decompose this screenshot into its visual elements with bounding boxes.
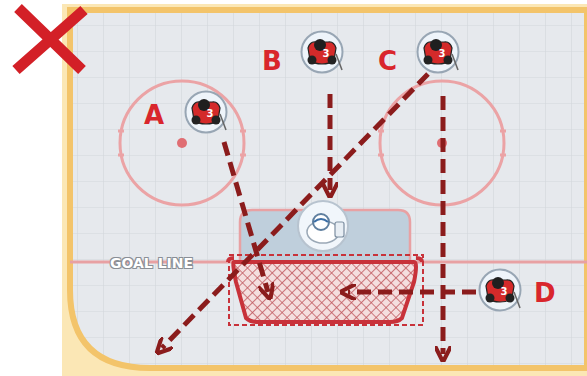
player-letter: A — [144, 102, 164, 128]
jersey-number: 3 — [439, 49, 446, 59]
goal-line-label: GOAL LINE — [110, 256, 193, 270]
player-token: B3 — [300, 30, 344, 74]
player-icon — [300, 30, 344, 74]
player-letter: B — [262, 48, 282, 74]
player-letter: D — [534, 280, 556, 306]
player-letter: C — [378, 48, 397, 74]
player-token: A3 — [184, 90, 228, 134]
player-icon — [478, 268, 522, 312]
player-token: D3 — [478, 268, 522, 312]
jersey-number: 3 — [323, 49, 330, 59]
player-icon — [416, 30, 460, 74]
player-icon — [184, 90, 228, 134]
player-token: C3 — [416, 30, 460, 74]
jersey-number: 3 — [207, 109, 214, 119]
jersey-number: 3 — [501, 287, 508, 297]
